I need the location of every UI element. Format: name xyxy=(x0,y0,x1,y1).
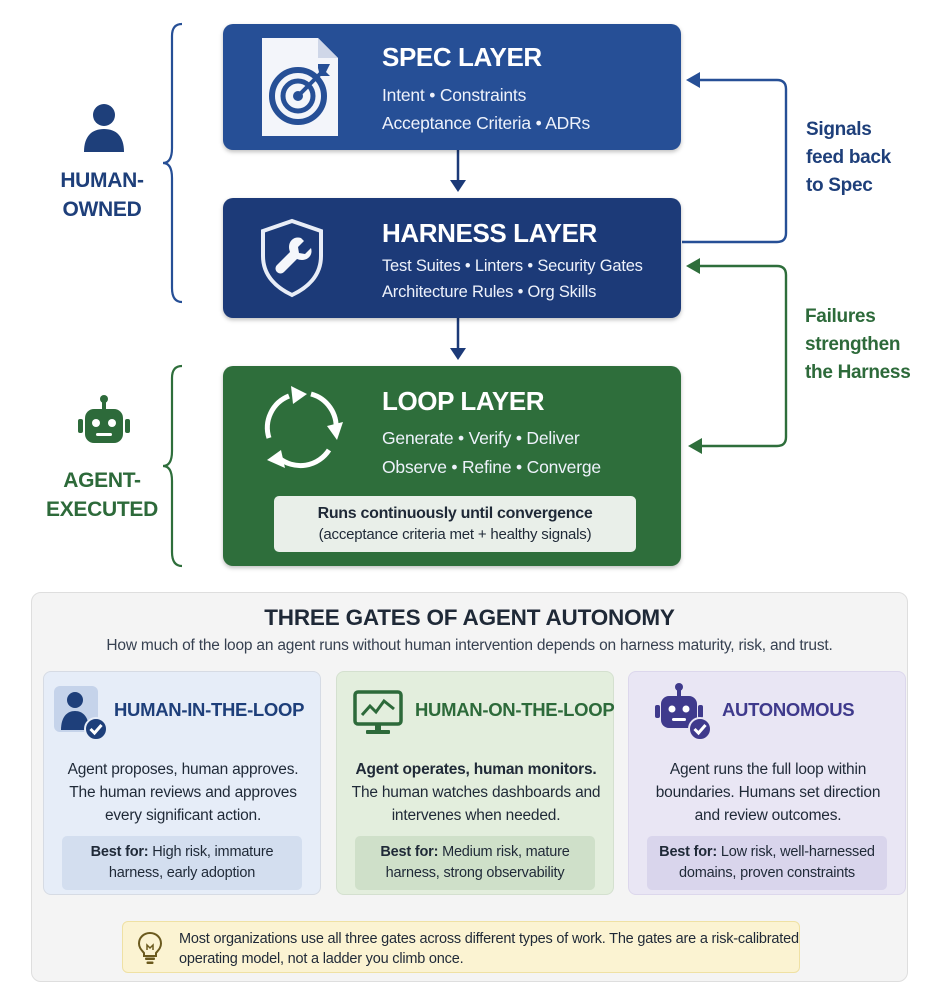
gate-1-desc-line-1: Agent proposes, human approves. xyxy=(67,761,299,778)
gate-1-best-line-2: harness, early adoption xyxy=(108,865,256,881)
gate-1-description: Agent proposes, human approves. The huma… xyxy=(48,758,318,827)
harness-feedback-line-1: Failures xyxy=(805,306,876,327)
harness-feedback-label: Failures strengthen the Harness xyxy=(805,303,911,387)
tip-box: Most organizations use all three gates a… xyxy=(122,921,800,973)
human-owned-line-2: OWNED xyxy=(62,198,142,221)
gates-subtitle: How much of the loop an agent runs witho… xyxy=(106,637,833,654)
harness-layer-box: HARNESS LAYER Test Suites • Linters • Se… xyxy=(223,198,681,318)
gate-1-desc-line-3: every significant action. xyxy=(104,807,262,824)
spec-layer-line-1: Intent • Constraints xyxy=(382,85,527,105)
gate-2-name: HUMAN-ON-THE-LOOP xyxy=(415,699,615,720)
gate-3-name: AUTONOMOUS xyxy=(722,699,855,720)
gates-title: THREE GATES OF AGENT AUTONOMY xyxy=(264,605,675,630)
spec-feedback-connector xyxy=(682,72,788,244)
harness-feedback-connector xyxy=(686,258,788,454)
robot-icon xyxy=(78,395,130,443)
loop-layer-title: LOOP LAYER xyxy=(382,386,545,416)
agent-executed-brace xyxy=(162,364,183,568)
agent-executed-line-1: AGENT- xyxy=(63,469,141,492)
gate-2-best-label: Best for: xyxy=(380,844,439,860)
loop-layer-box: LOOP LAYER Generate • Verify • Deliver O… xyxy=(223,366,681,566)
spec-feedback-line-1: Signals xyxy=(806,119,872,140)
spec-feedback-line-3: to Spec xyxy=(806,175,873,196)
gate-2-best-line-2: harness, strong observability xyxy=(385,865,565,881)
harness-layer-line-1: Test Suites • Linters • Security Gates xyxy=(382,257,643,275)
cycle-arrows-icon xyxy=(264,386,343,469)
gate-2-desc-line-2: The human watches dashboards and xyxy=(351,784,601,801)
gate-1-best-for: Best for: High risk, immature harness, e… xyxy=(62,836,302,890)
gate-1-best-label: Best for: xyxy=(90,844,149,860)
tip-line-1: Most organizations use all three gates a… xyxy=(179,931,799,947)
gate-3-desc-line-2: boundaries. Humans set direction xyxy=(655,784,881,801)
agent-executed-line-2: EXECUTED xyxy=(46,498,158,521)
agent-executed-label: AGENT- EXECUTED xyxy=(42,466,162,524)
gate-3-desc-line-1: Agent runs the full loop within xyxy=(669,761,867,778)
gate-3-desc-line-3: and review outcomes. xyxy=(694,807,842,824)
human-owned-line-1: HUMAN- xyxy=(60,169,144,192)
gate-3-best-label: Best for: xyxy=(659,844,717,860)
gate-2-desc-line-3: intervenes when needed. xyxy=(391,807,561,824)
target-document-icon xyxy=(262,38,338,136)
gate-card-human-on-the-loop: HUMAN-ON-THE-LOOP Agent operates, human … xyxy=(336,671,615,895)
person-check-icon xyxy=(54,686,108,741)
monitor-chart-icon xyxy=(353,690,403,734)
convergence-note-detail: (acceptance criteria met + healthy signa… xyxy=(318,526,592,543)
spec-layer-line-2: Acceptance Criteria • ADRs xyxy=(382,113,591,133)
gate-card-human-in-the-loop: HUMAN-IN-THE-LOOP Agent proposes, human … xyxy=(43,671,321,895)
shield-wrench-icon xyxy=(261,218,323,298)
gate-2-description: Agent operates, human monitors. The huma… xyxy=(341,758,611,827)
loop-layer-line-1: Generate • Verify • Deliver xyxy=(382,428,580,448)
spec-layer-box: SPEC LAYER Intent • Constraints Acceptan… xyxy=(223,24,681,150)
gate-3-best-for: Best for: Low risk, well-harnessed domai… xyxy=(647,836,887,890)
gate-3-best-line-2: domains, proven constraints xyxy=(679,865,855,881)
spec-layer-title: SPEC LAYER xyxy=(382,42,542,72)
person-icon xyxy=(84,104,124,152)
harness-feedback-line-2: strengthen xyxy=(805,334,901,355)
gate-1-best-line-1: High risk, immature xyxy=(152,844,274,860)
robot-check-icon xyxy=(655,683,712,741)
tip-text: Most organizations use all three gates a… xyxy=(179,929,799,969)
spec-feedback-line-2: feed back xyxy=(806,147,891,168)
harness-feedback-line-3: the Harness xyxy=(805,362,911,383)
human-owned-label: HUMAN- OWNED xyxy=(42,166,162,224)
harness-layer-title: HARNESS LAYER xyxy=(382,218,597,248)
gate-3-description: Agent runs the full loop within boundari… xyxy=(633,758,903,827)
harness-layer-line-2: Architecture Rules • Org Skills xyxy=(382,283,597,301)
spec-feedback-label: Signals feed back to Spec xyxy=(806,116,891,200)
spec-to-harness-arrow xyxy=(450,150,466,192)
gate-2-desc-line-1: Agent operates, human monitors. xyxy=(355,761,597,778)
convergence-note-title: Runs continuously until convergence xyxy=(317,505,593,522)
tip-line-2: operating model, not a ladder you climb … xyxy=(179,951,464,967)
gate-2-best-line-1: Medium risk, mature xyxy=(442,844,570,860)
gate-1-desc-line-2: The human reviews and approves xyxy=(69,784,297,801)
loop-layer-line-2: Observe • Refine • Converge xyxy=(382,457,601,477)
gate-1-name: HUMAN-IN-THE-LOOP xyxy=(114,699,305,720)
lightbulb-icon xyxy=(137,931,163,964)
gate-card-autonomous: AUTONOMOUS Agent runs the full loop with… xyxy=(628,671,906,895)
convergence-note: Runs continuously until convergence (acc… xyxy=(274,496,636,552)
gates-panel: THREE GATES OF AGENT AUTONOMY How much o… xyxy=(31,592,908,982)
human-owned-brace xyxy=(162,22,183,304)
harness-to-loop-arrow xyxy=(450,318,466,360)
gate-3-best-line-1: Low risk, well-harnessed xyxy=(720,844,875,860)
gate-2-best-for: Best for: Medium risk, mature harness, s… xyxy=(355,836,595,890)
